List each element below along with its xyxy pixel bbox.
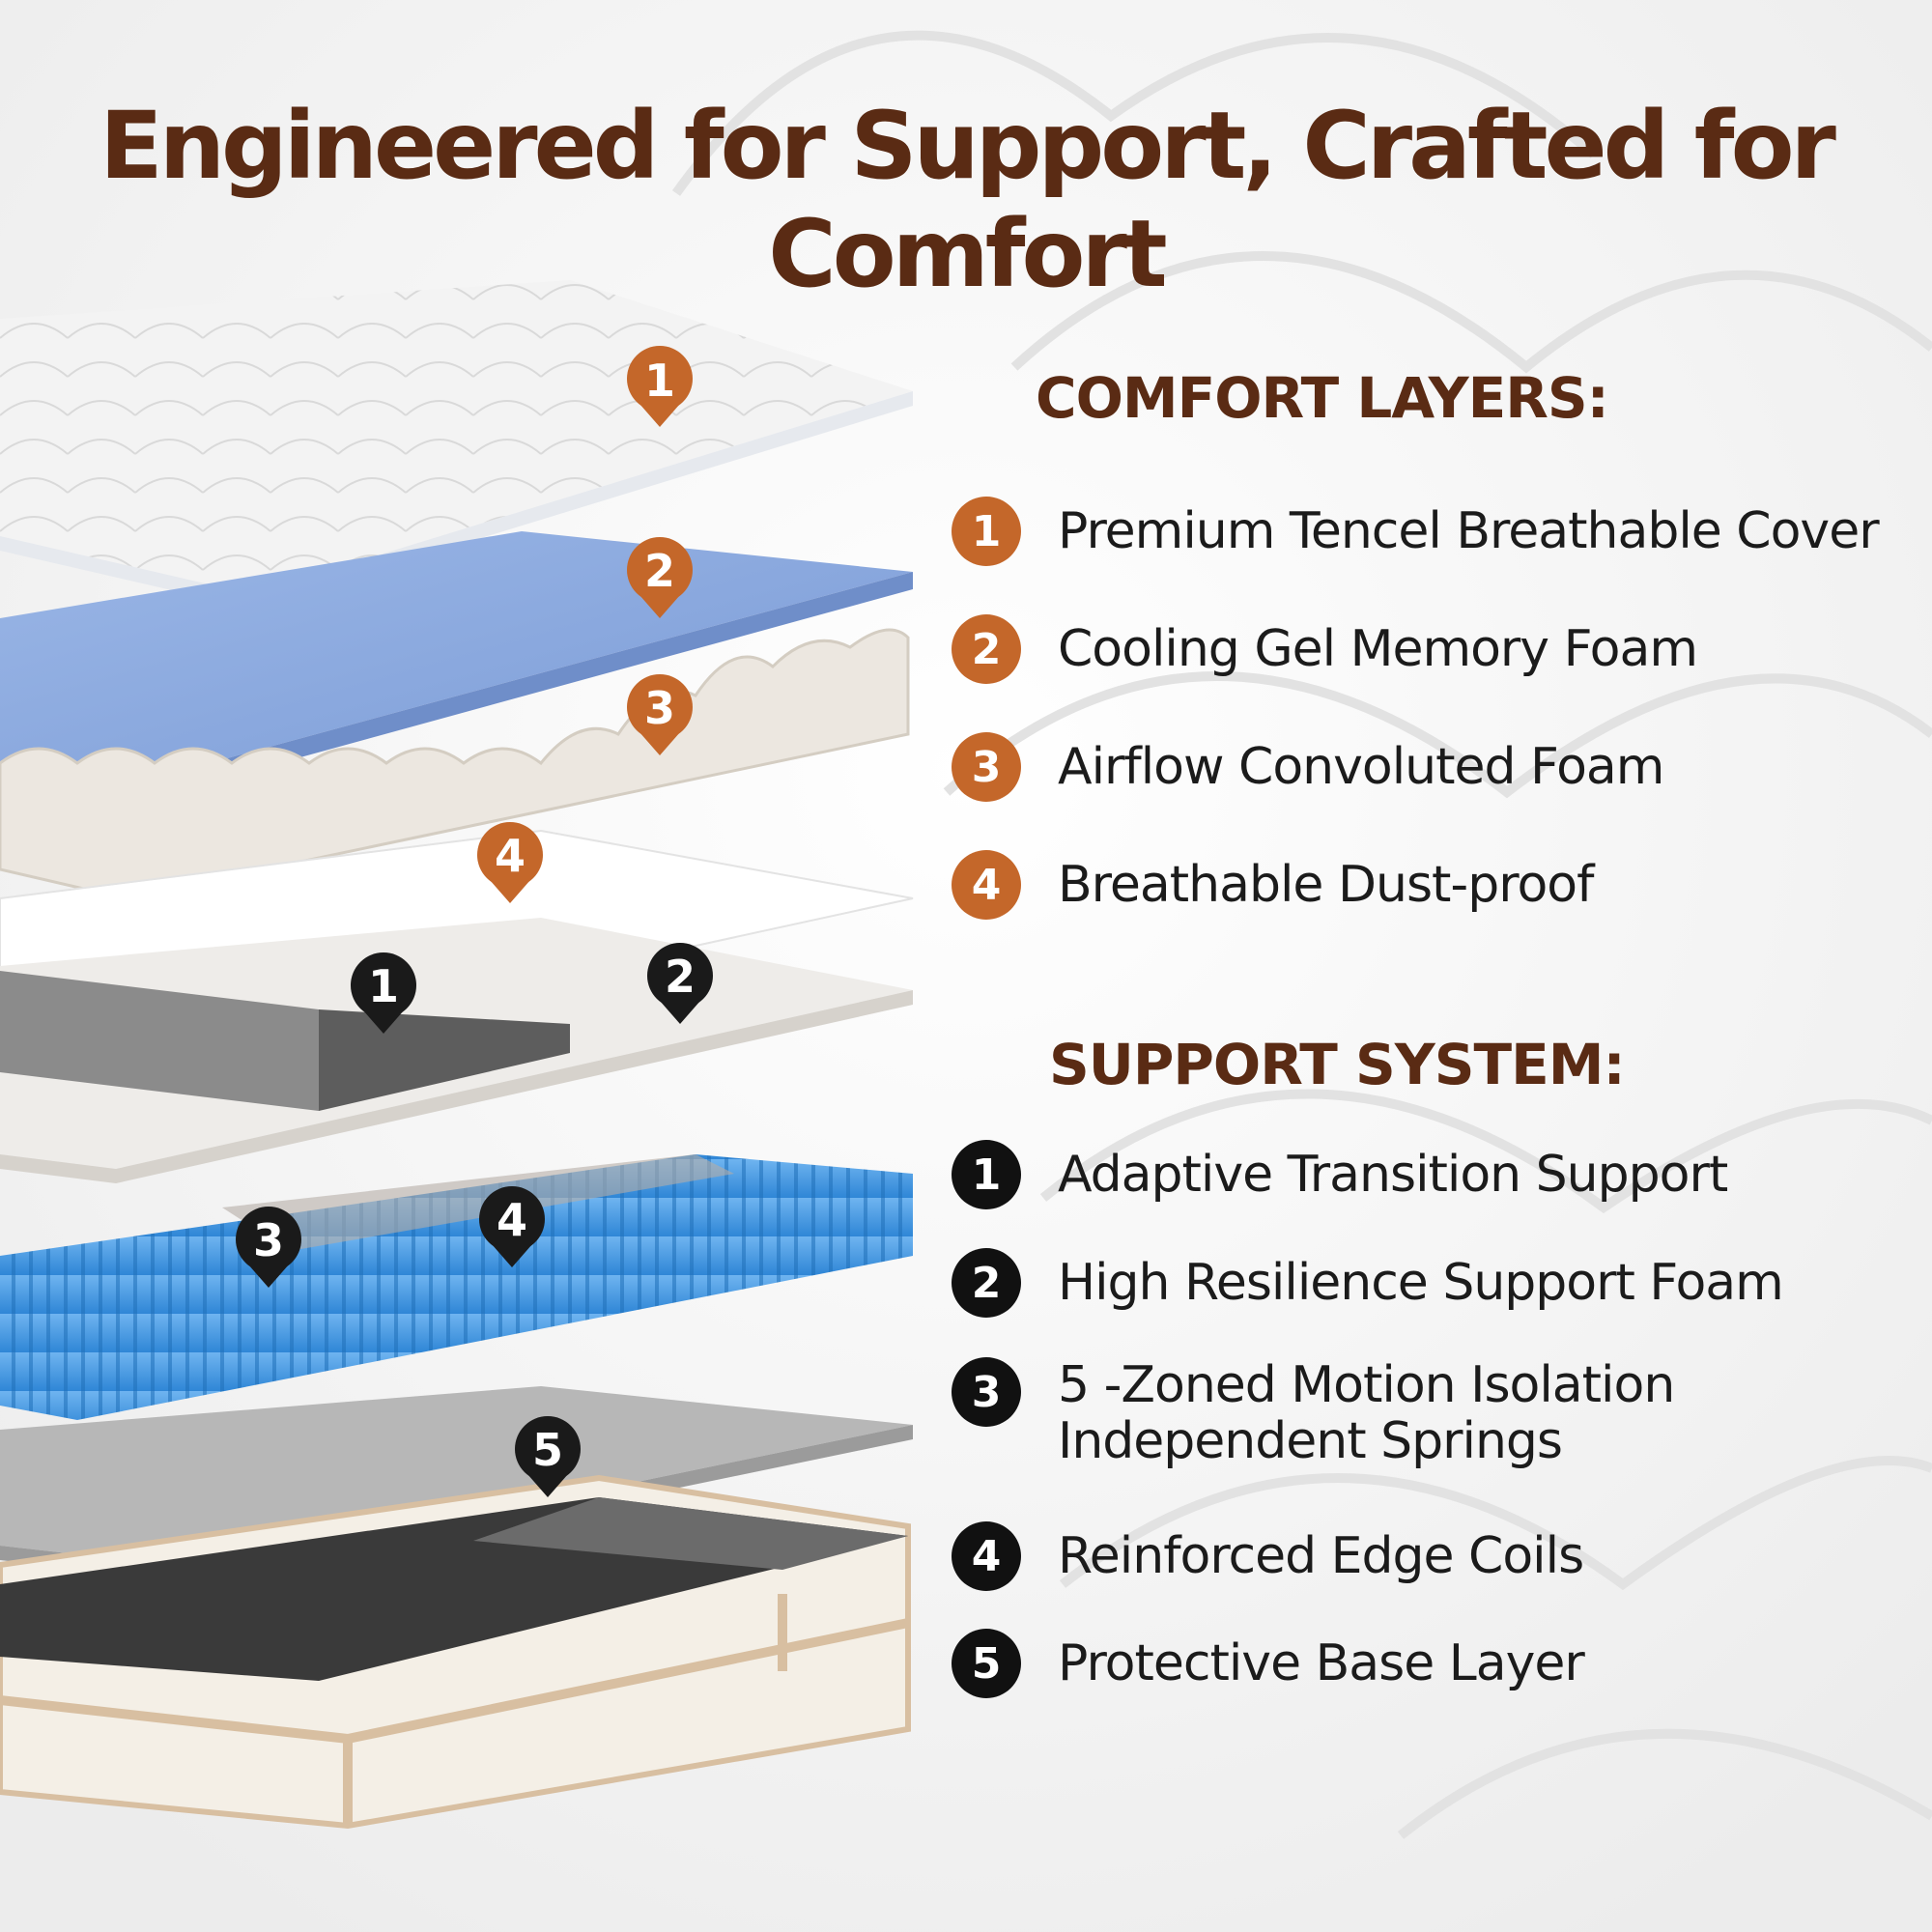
marker-support-5-label: 5 bbox=[532, 1424, 563, 1476]
comfort-badge-3: 3 bbox=[952, 732, 1021, 802]
base-layer bbox=[0, 1386, 913, 1570]
support-item-4: 4 Reinforced Edge Coils bbox=[952, 1521, 1584, 1591]
marker-comfort-1-label: 1 bbox=[644, 355, 675, 407]
support-label-3-line-1: 5 -Zoned Motion Isolation bbox=[1058, 1356, 1675, 1414]
page-title: Engineered for Support, Crafted for Comf… bbox=[99, 92, 1836, 308]
marker-comfort-1: 1 bbox=[627, 346, 693, 427]
comfort-badge-4: 4 bbox=[952, 850, 1021, 920]
marker-support-4: 4 bbox=[479, 1186, 545, 1267]
comfort-layers-heading: COMFORT LAYERS: bbox=[1036, 365, 1609, 431]
marker-support-2: 2 bbox=[647, 943, 713, 1024]
transition-support-layer bbox=[0, 971, 319, 1111]
marker-support-2-label: 2 bbox=[665, 951, 696, 1003]
marker-comfort-3-label: 3 bbox=[644, 682, 675, 734]
comfort-item-2: 2 Cooling Gel Memory Foam bbox=[952, 614, 1698, 684]
comfort-badge-1: 1 bbox=[952, 497, 1021, 566]
marker-support-5: 5 bbox=[515, 1416, 581, 1497]
comfort-label-1: Premium Tencel Breathable Cover bbox=[1058, 502, 1880, 560]
comfort-label-4: Breathable Dust-proof bbox=[1058, 856, 1594, 914]
support-item-3: 3 5 -Zoned Motion Isolation Independent … bbox=[952, 1356, 1675, 1470]
marker-comfort-3: 3 bbox=[627, 674, 693, 755]
support-badge-4: 4 bbox=[952, 1521, 1021, 1591]
support-item-2: 2 High Resilience Support Foam bbox=[952, 1248, 1784, 1318]
support-label-3-line-2: Independent Springs bbox=[1058, 1412, 1563, 1470]
marker-support-1-label: 1 bbox=[368, 960, 399, 1012]
comfort-label-3: Airflow Convoluted Foam bbox=[1058, 738, 1664, 796]
support-item-5: 5 Protective Base Layer bbox=[952, 1629, 1585, 1698]
marker-support-3-label: 3 bbox=[253, 1214, 284, 1266]
marker-support-4-label: 4 bbox=[497, 1194, 527, 1246]
marker-comfort-4: 4 bbox=[477, 822, 543, 903]
support-label-4: Reinforced Edge Coils bbox=[1058, 1527, 1584, 1585]
support-label-3: 5 -Zoned Motion Isolation Independent Sp… bbox=[1058, 1356, 1675, 1470]
comfort-item-1: 1 Premium Tencel Breathable Cover bbox=[952, 497, 1880, 566]
marker-comfort-4-label: 4 bbox=[495, 830, 526, 882]
pocket-coil-layer bbox=[0, 1154, 913, 1420]
support-item-1: 1 Adaptive Transition Support bbox=[952, 1140, 1728, 1209]
support-badge-3: 3 bbox=[952, 1357, 1021, 1427]
support-label-5: Protective Base Layer bbox=[1058, 1634, 1585, 1692]
marker-support-1: 1 bbox=[351, 952, 416, 1034]
comfort-badge-2: 2 bbox=[952, 614, 1021, 684]
comfort-item-3: 3 Airflow Convoluted Foam bbox=[952, 732, 1664, 802]
support-label-2: High Resilience Support Foam bbox=[1058, 1254, 1784, 1312]
support-label-1: Adaptive Transition Support bbox=[1058, 1146, 1728, 1204]
comfort-item-4: 4 Breathable Dust-proof bbox=[952, 850, 1594, 920]
support-system-heading: SUPPORT SYSTEM: bbox=[1049, 1032, 1626, 1097]
support-badge-1: 1 bbox=[952, 1140, 1021, 1209]
comfort-label-2: Cooling Gel Memory Foam bbox=[1058, 620, 1698, 678]
support-badge-5: 5 bbox=[952, 1629, 1021, 1698]
marker-comfort-2-label: 2 bbox=[644, 545, 675, 597]
layer-markers: 1 2 3 4 1 2 3 4 5 bbox=[236, 346, 713, 1497]
marker-comfort-2: 2 bbox=[627, 537, 693, 618]
support-badge-2: 2 bbox=[952, 1248, 1021, 1318]
gel-foam-layer bbox=[0, 531, 913, 787]
marker-support-3: 3 bbox=[236, 1207, 301, 1288]
